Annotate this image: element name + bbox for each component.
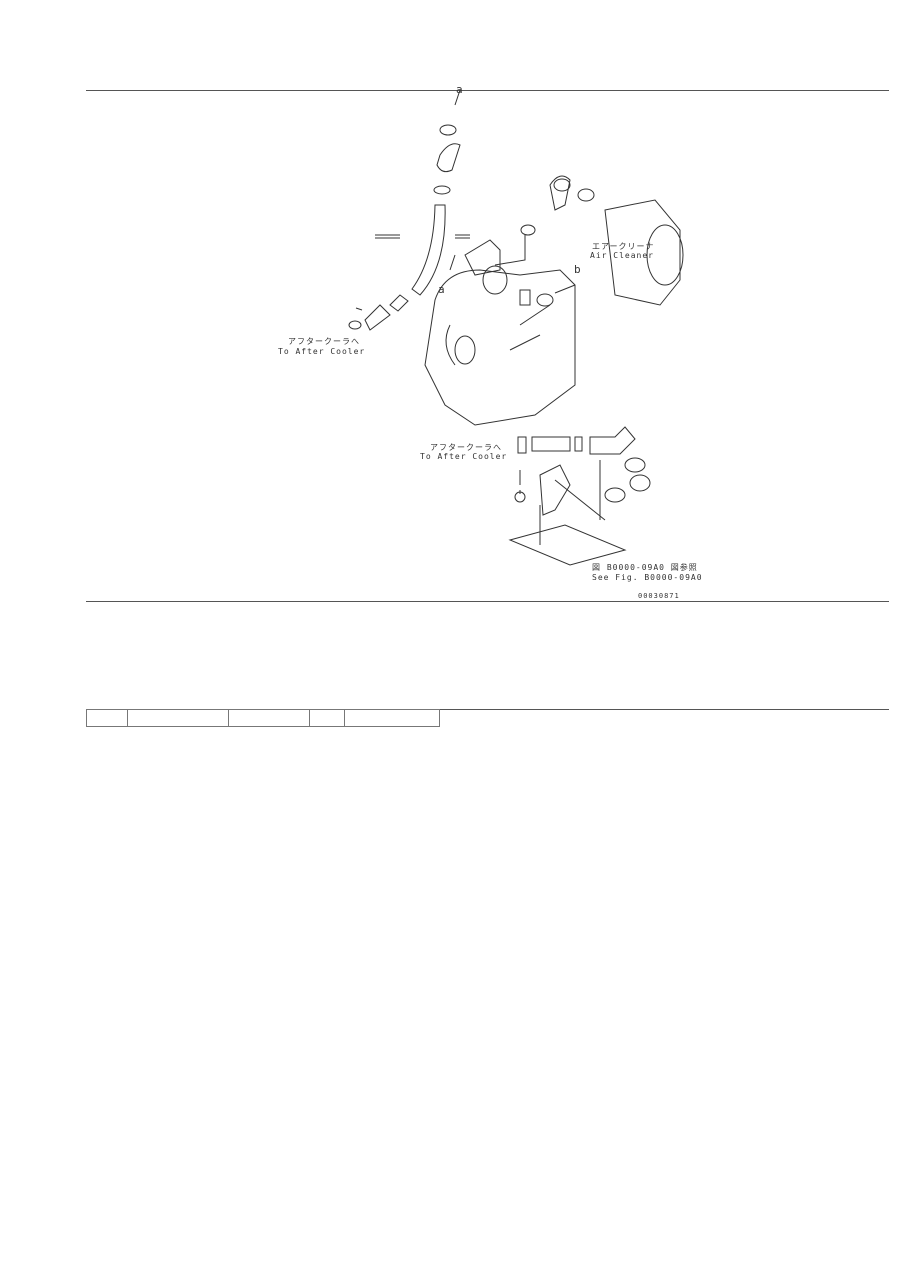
top-rule (86, 90, 889, 91)
to-after-cooler-jp-upper: アフタークーラへ (288, 337, 360, 346)
air-cleaner-en: Air Cleaner (590, 251, 654, 260)
air-cleaner-jp: エアークリーナ (592, 242, 655, 251)
drawing-number: 00030871 (638, 592, 680, 600)
table-cell (86, 709, 128, 727)
see-fig-en: See Fig. B0000-09A0 (592, 573, 703, 582)
callout-a-top: a (456, 83, 464, 96)
parts-table-header (86, 709, 440, 727)
table-cell (344, 709, 440, 727)
to-after-cooler-jp-lower: アフタークーラへ (430, 443, 502, 452)
table-cell (309, 709, 345, 727)
callout-b: b (574, 263, 582, 276)
to-after-cooler-en-upper: To After Cooler (278, 347, 366, 356)
table-cell (228, 709, 310, 727)
table-rule (86, 709, 889, 710)
table-cell (127, 709, 229, 727)
bottom-rule (86, 601, 889, 602)
to-after-cooler-en-lower: To After Cooler (420, 452, 508, 461)
callout-a-mid: a (438, 283, 446, 296)
see-fig-jp: 図 B0000-09A0 図参照 (592, 563, 698, 572)
parts-diagram: a a b アフタークーラへ To After Cooler エアークリーナ A… (270, 83, 703, 605)
